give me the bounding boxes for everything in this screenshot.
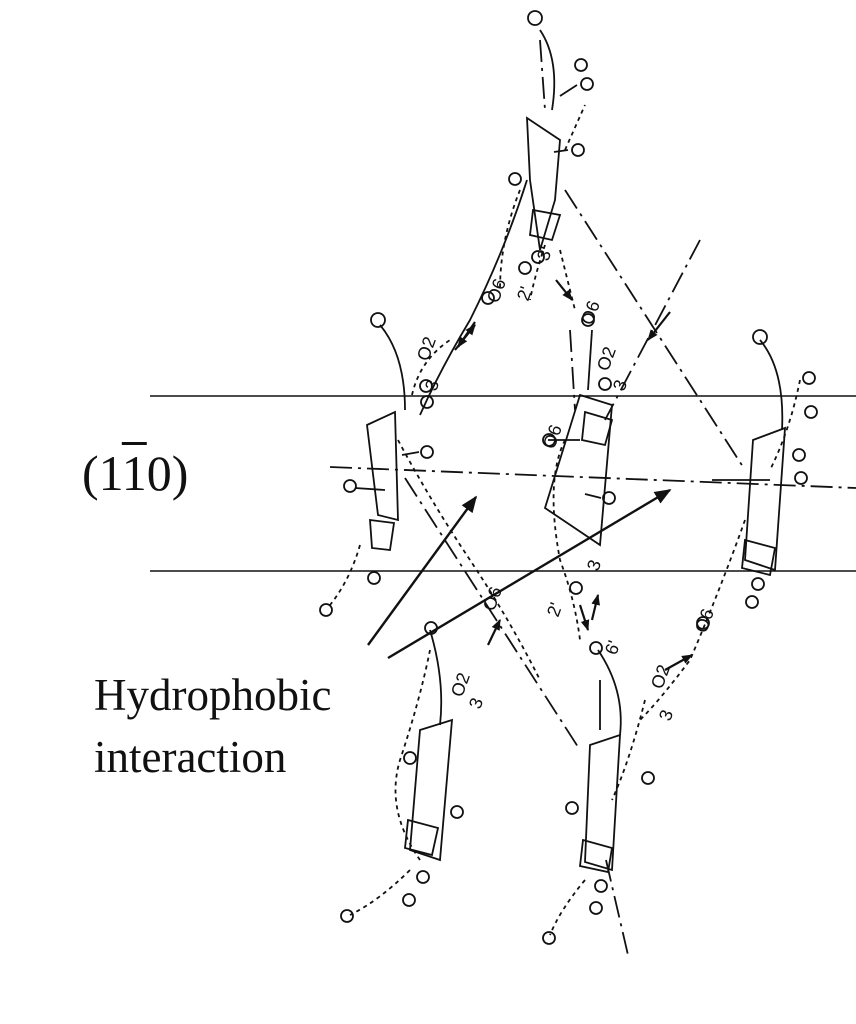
plane-label-open: (1 [82, 445, 122, 501]
atom-label: 3' [533, 244, 556, 263]
atom-labels: O2 3 O6 2' 3' O6 O2 3 O6 3 O6 2' 6' O6 O… [413, 244, 718, 723]
chain-b [319, 312, 541, 681]
atom-label: O2 [447, 670, 474, 699]
unit-cell-lines [329, 39, 856, 956]
atom-label: 2' [543, 600, 566, 619]
atom-label: O6 [539, 422, 566, 451]
chain-a [419, 10, 594, 416]
plane-label-close: 0) [146, 445, 189, 501]
atom-label: O6 [479, 584, 506, 613]
plane-label-overbar-digit: 1 [121, 445, 147, 501]
plane-label: (110) [82, 448, 188, 498]
chain-d [639, 329, 818, 721]
caption-line-2: interaction [94, 732, 287, 782]
atom-label: 3 [609, 377, 631, 393]
atom-label: O2 [593, 344, 620, 373]
hydrophobic-interaction-label: Hydrophobic interaction [94, 664, 331, 788]
caption-line-1: Hydrophobic [94, 670, 332, 720]
atom-label: O2 [413, 334, 440, 363]
chain-e [340, 621, 464, 923]
chain-c [542, 313, 616, 655]
atom-label: O6 [691, 606, 718, 635]
atom-label: 6' [601, 638, 624, 657]
atom-label: 2' [513, 284, 536, 303]
chain-f [542, 649, 655, 945]
atom-label: O6 [483, 276, 510, 305]
atom-label: O6 [577, 298, 604, 327]
atom-label: 3 [655, 707, 677, 723]
atom-label: 3 [465, 695, 487, 711]
lattice-plane-lines [150, 395, 856, 572]
hydrogen-bond-arrows [454, 279, 693, 671]
hydrophobic-arrows [367, 488, 672, 660]
